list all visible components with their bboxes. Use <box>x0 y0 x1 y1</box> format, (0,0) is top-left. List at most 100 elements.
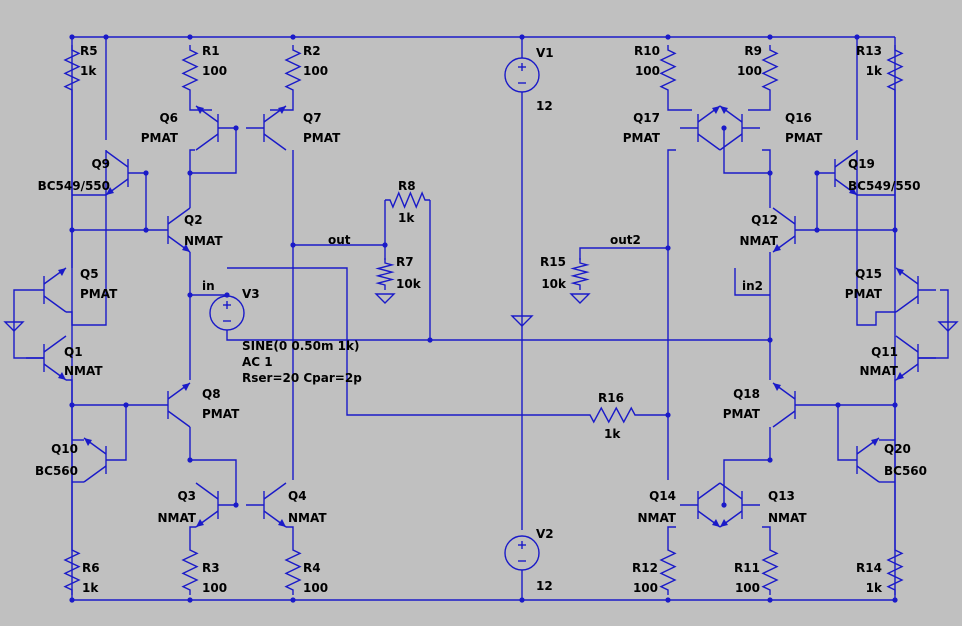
v3-ref: V3 <box>242 287 260 301</box>
r3-value: 100 <box>202 581 227 595</box>
q19-symbol <box>817 150 858 196</box>
v1-ref: V1 <box>536 46 554 60</box>
junction-dot <box>69 227 75 233</box>
r1-body <box>181 45 199 95</box>
r15-body <box>570 258 590 290</box>
r6-body <box>63 545 81 595</box>
q9-value: BC549/550 <box>38 179 110 193</box>
r1-ref: R1 <box>202 44 220 58</box>
r7-body <box>375 258 395 290</box>
q8-value: PMAT <box>202 407 240 421</box>
labels: R51kR1100R2100R10100R9100R131kV112V212Q6… <box>35 44 927 595</box>
q16-value: PMAT <box>785 131 823 145</box>
r16-value: 1k <box>604 427 621 441</box>
wires <box>13 36 949 601</box>
q13-symbol <box>719 482 760 528</box>
gnd-r15 <box>569 293 591 304</box>
junction-dot <box>854 34 860 40</box>
q18-ref: Q18 <box>733 387 760 401</box>
r3-body <box>181 545 199 595</box>
q20-symbol <box>839 437 880 483</box>
q6-value: PMAT <box>141 131 179 145</box>
r15-value: 10k <box>541 277 567 291</box>
q18-symbol <box>772 382 813 428</box>
r8-value: 1k <box>398 211 415 225</box>
r13-ref: R13 <box>856 44 882 58</box>
ground-mid <box>510 315 534 327</box>
junction-dot <box>69 34 75 40</box>
r13-value: 1k <box>866 64 883 78</box>
r16-ref: R16 <box>598 391 624 405</box>
junction-dot <box>665 412 671 418</box>
q11-ref: Q11 <box>871 345 898 359</box>
q20-value: BC560 <box>884 464 927 478</box>
wire <box>723 427 771 505</box>
junction-dot <box>123 402 129 408</box>
q14-ref: Q14 <box>649 489 676 503</box>
q15-symbol <box>895 267 936 313</box>
r4-body <box>284 545 302 595</box>
junction-dot <box>767 457 773 463</box>
junction-dot <box>290 242 296 248</box>
q2-symbol <box>150 207 191 253</box>
v2-symbol <box>504 535 540 571</box>
junction-dot <box>143 170 149 176</box>
wire <box>762 526 771 545</box>
wire <box>856 150 896 326</box>
r9-value: 100 <box>737 64 762 78</box>
q16-symbol <box>719 105 760 151</box>
junction-dot <box>233 502 239 508</box>
v3-param-2: Rser=20 Cpar=2p <box>242 371 362 385</box>
q1-symbol <box>26 335 67 381</box>
wire <box>918 289 949 359</box>
r10-ref: R10 <box>634 44 660 58</box>
q4-ref: Q4 <box>288 489 307 503</box>
junction-dot <box>290 34 296 40</box>
v3-symbol <box>209 295 245 331</box>
junction-dot <box>767 34 773 40</box>
wire <box>270 95 294 111</box>
q3-ref: Q3 <box>177 489 196 503</box>
wire <box>837 405 839 461</box>
gnd-left <box>3 321 25 332</box>
junction-dot <box>382 242 388 248</box>
q5-symbol <box>26 267 67 313</box>
q15-value: PMAT <box>845 287 883 301</box>
r9-ref: R9 <box>744 44 762 58</box>
junction-dot <box>427 337 433 343</box>
junction-dot <box>69 402 75 408</box>
junction-dot <box>290 597 296 603</box>
q15-ref: Q15 <box>855 267 882 281</box>
r4-ref: R4 <box>303 561 321 575</box>
v2-ref: V2 <box>536 527 554 541</box>
wire <box>667 149 676 480</box>
q13-value: NMAT <box>768 511 807 525</box>
junction-dots <box>69 34 898 603</box>
q10-ref: Q10 <box>51 442 78 456</box>
wire <box>189 128 237 174</box>
wire <box>226 330 770 341</box>
q13-ref: Q13 <box>768 489 795 503</box>
junction-dot <box>187 597 193 603</box>
r10-value: 100 <box>635 64 660 78</box>
q6-ref: Q6 <box>159 111 178 125</box>
q19-value: BC549/550 <box>848 179 920 193</box>
q12-value: NMAT <box>739 234 778 248</box>
r14-value: 1k <box>866 581 883 595</box>
wire <box>124 405 127 461</box>
r16-body <box>585 406 640 424</box>
q18-value: PMAT <box>723 407 761 421</box>
junction-dot <box>814 227 820 233</box>
junction-dot <box>224 292 230 298</box>
junction-dot <box>665 34 671 40</box>
wire <box>723 128 771 174</box>
r3-ref: R3 <box>202 561 220 575</box>
parts <box>3 45 959 595</box>
wire <box>66 379 73 405</box>
gnd-right <box>937 321 959 332</box>
net-out2: out2 <box>610 233 641 247</box>
q17-symbol <box>680 105 721 151</box>
q3-value: NMAT <box>157 511 196 525</box>
r11-ref: R11 <box>734 561 760 575</box>
wire <box>189 95 212 111</box>
